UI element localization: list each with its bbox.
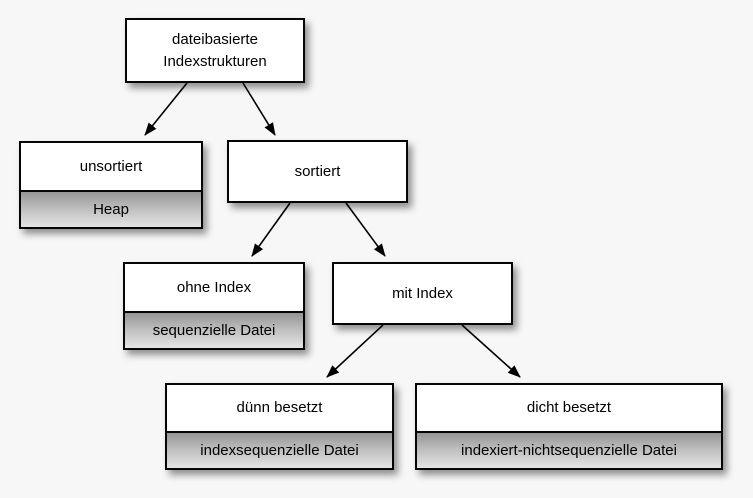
node-unsortiert: unsortiert Heap (19, 141, 203, 229)
node-sublabel: Heap (21, 190, 201, 227)
node-label: mit Index (392, 284, 453, 302)
edge-sortiert-ohne-index (251, 202, 291, 257)
edge-mit-index-duenn-besetzt (326, 324, 384, 378)
node-sublabel: indexiert-nichtsequenzielle Datei (417, 431, 721, 468)
node-mit-index: mit Index (332, 262, 513, 325)
node-dicht-besetzt: dicht besetzt indexiert-nichtsequenziell… (415, 383, 723, 470)
node-duenn-besetzt: dünn besetzt indexsequenzielle Datei (165, 383, 394, 470)
node-label: dicht besetzt (526, 399, 612, 417)
node-sublabel: indexsequenzielle Datei (167, 431, 392, 468)
edge-root-unsortiert (144, 82, 188, 136)
node-label: ohne Index (176, 278, 252, 296)
node-sortiert: sortiert (227, 140, 408, 203)
edge-mit-index-dicht-besetzt (461, 324, 521, 378)
node-label: unsortiert (79, 157, 143, 175)
node-ohne-index: ohne Index sequenzielle Datei (123, 262, 305, 350)
node-label: sortiert (294, 162, 341, 180)
node-dateibasierte-indexstrukturen: dateibasierte Indexstrukturen (125, 18, 305, 83)
node-label: dünn besetzt (236, 399, 323, 417)
edge-sortiert-mit-index (345, 202, 386, 257)
edge-root-sortiert (242, 82, 276, 136)
node-label: dateibasierte Indexstrukturen (163, 30, 267, 70)
node-sublabel: sequenzielle Datei (125, 311, 303, 348)
